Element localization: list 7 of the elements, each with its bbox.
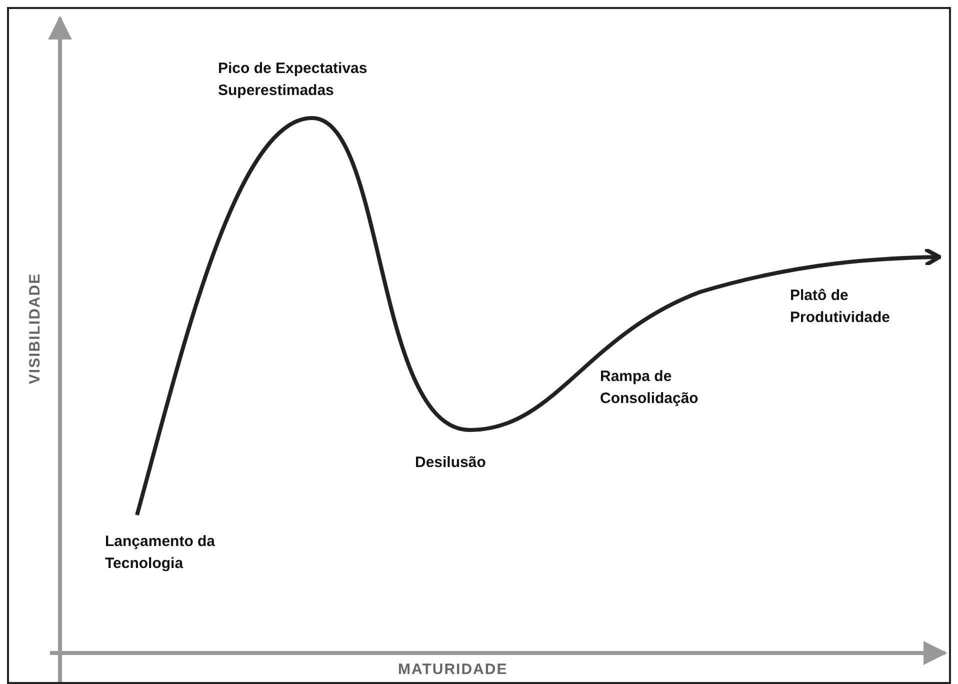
x-axis-title: MATURIDADE xyxy=(398,661,508,678)
phase-label: Lançamento da Tecnologia xyxy=(105,532,216,574)
phase-label: Platô de Produtividade xyxy=(790,286,892,328)
phase-label: Desilusão xyxy=(415,453,487,473)
phase-label: Pico de Expectativas Superestimadas xyxy=(218,59,368,101)
phase-label: Rampa de Consolidação xyxy=(600,367,700,409)
y-axis-title: VISIBILIDADE xyxy=(26,272,44,386)
